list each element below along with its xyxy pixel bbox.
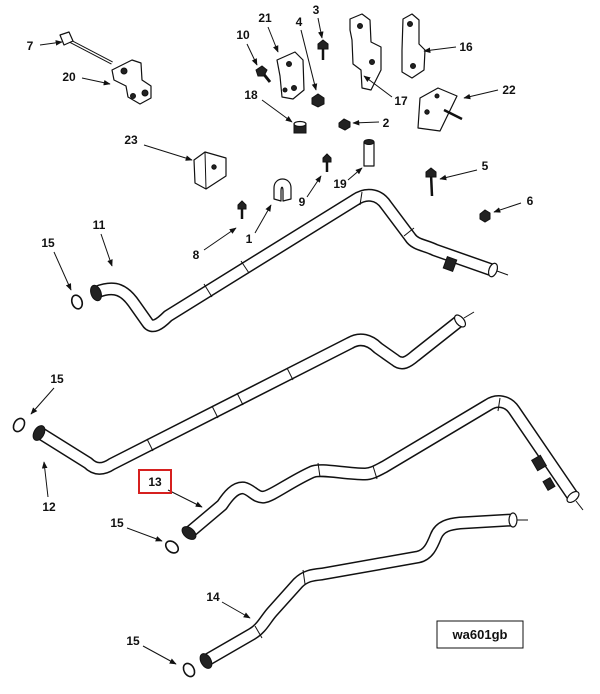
- leader-line-11: [100, 233, 113, 267]
- part-20-bracket: [111, 59, 152, 105]
- callout-10[interactable]: 10: [236, 28, 250, 42]
- leader-line-15-c: [126, 527, 163, 542]
- part-6-nut: [479, 209, 491, 223]
- part-8-bolt: [237, 200, 247, 219]
- part-1-clamp: [273, 178, 292, 202]
- selected-callout-highlight: [138, 469, 172, 494]
- callout-8[interactable]: 8: [193, 248, 200, 262]
- callout-22[interactable]: 22: [502, 83, 516, 97]
- leader-line-16: [423, 46, 457, 53]
- leader-line-3: [317, 17, 324, 39]
- tube-11: [90, 188, 509, 333]
- leader-line-20: [81, 77, 111, 86]
- callout-16[interactable]: 16: [459, 40, 473, 54]
- part-7-long-bolt: [59, 31, 113, 65]
- callout-7[interactable]: 7: [27, 39, 34, 53]
- callout-20[interactable]: 20: [62, 70, 76, 84]
- leader-line-6: [493, 202, 522, 213]
- leader-line-15-a: [53, 251, 72, 291]
- leader-line-12: [41, 461, 49, 498]
- callout-labels: 7 20 21 10 4 3 18 2 17 16 22 23 5 19 9 6…: [27, 3, 534, 648]
- leader-line-13: [167, 489, 203, 508]
- leader-line-2: [352, 119, 380, 126]
- figure-id: wa601gb: [452, 627, 508, 642]
- callout-2[interactable]: 2: [383, 116, 390, 130]
- leader-line-22: [463, 89, 499, 100]
- leader-line-4: [300, 29, 318, 91]
- o-ring-15-a: [70, 294, 84, 310]
- o-ring-15-b: [12, 417, 26, 433]
- leader-line-23: [143, 144, 193, 161]
- callout-18[interactable]: 18: [244, 88, 258, 102]
- leader-line-10: [246, 43, 258, 66]
- leader-line-15-b: [30, 387, 55, 415]
- part-16-bracket: [401, 13, 426, 79]
- leader-lines: [30, 17, 522, 665]
- callout-11[interactable]: 11: [93, 218, 106, 232]
- part-19-spacer: [363, 139, 375, 167]
- callout-14[interactable]: 14: [206, 590, 220, 604]
- tube-13: [181, 395, 584, 540]
- callout-4[interactable]: 4: [296, 15, 303, 29]
- leader-line-18: [261, 99, 293, 123]
- part-2-nut: [338, 118, 351, 131]
- part-18-nut: [293, 120, 307, 134]
- part-9-bolt: [322, 153, 332, 172]
- tube-12: [32, 311, 475, 475]
- leader-line-5: [439, 169, 478, 181]
- callout-6[interactable]: 6: [527, 194, 534, 208]
- callout-15-c[interactable]: 15: [110, 516, 124, 530]
- part-17-bracket: [349, 13, 382, 91]
- leader-line-21: [267, 26, 279, 53]
- leader-line-15-d: [142, 645, 177, 665]
- part-23-bracket: [193, 151, 227, 190]
- o-ring-15-d: [182, 662, 196, 678]
- callout-23[interactable]: 23: [124, 133, 138, 147]
- leader-line-14: [221, 601, 251, 619]
- callout-21[interactable]: 21: [258, 11, 272, 25]
- leader-line-17: [363, 75, 393, 98]
- callout-9[interactable]: 9: [299, 195, 306, 209]
- leader-line-7: [39, 40, 63, 46]
- callout-15-a[interactable]: 15: [41, 236, 55, 250]
- callout-15-b[interactable]: 15: [50, 372, 64, 386]
- part-21-bracket: [276, 51, 305, 100]
- part-4-nut: [311, 93, 325, 108]
- o-ring-15-c: [164, 540, 180, 554]
- callout-17[interactable]: 17: [394, 94, 408, 108]
- part-10-bolt: [255, 65, 272, 83]
- figure-id-box: wa601gb: [436, 620, 524, 649]
- tube-14: [199, 512, 528, 669]
- callout-15-d[interactable]: 15: [126, 634, 140, 648]
- leader-line-9: [306, 175, 322, 198]
- callout-19[interactable]: 19: [333, 177, 347, 191]
- callout-5[interactable]: 5: [482, 159, 489, 173]
- leader-line-19: [347, 167, 363, 181]
- leader-line-8: [203, 227, 237, 251]
- leader-line-1: [254, 204, 272, 234]
- part-22-plate-with-stud: [417, 87, 463, 132]
- callout-1[interactable]: 1: [246, 232, 253, 246]
- part-3-bolt: [317, 39, 329, 60]
- callout-3[interactable]: 3: [313, 3, 320, 17]
- part-5-bolt: [425, 167, 437, 197]
- callout-13[interactable]: 13: [148, 475, 162, 489]
- callout-12[interactable]: 12: [42, 500, 56, 514]
